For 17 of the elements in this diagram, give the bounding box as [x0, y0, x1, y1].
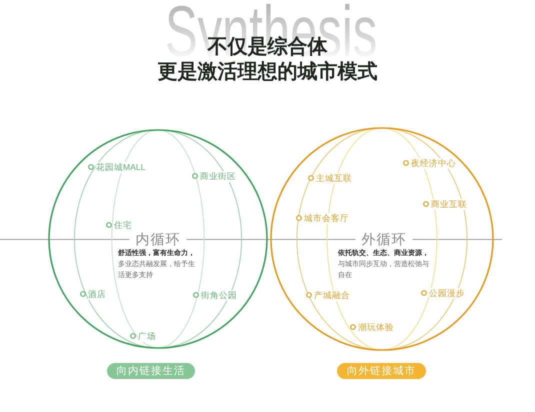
place-label: 产城融合	[314, 290, 350, 300]
place-label: 夜经济中心	[411, 158, 456, 168]
place-label: 花园城MALL	[96, 162, 146, 172]
place-label: 商业街区	[200, 170, 236, 182]
section-heading: 内循环	[130, 231, 186, 247]
place-label: 主城互联	[316, 172, 352, 184]
place-label: 潮玩体验	[358, 322, 394, 332]
place-label: 公园漫步	[429, 288, 465, 298]
section-heading: 外循环	[356, 231, 412, 247]
pill-tag: 向外链接城市	[337, 363, 426, 379]
place-label: 广场	[138, 330, 156, 342]
place-label: 商业互联	[431, 198, 467, 210]
place-label: 酒店	[88, 288, 106, 300]
place-label: 街角公园	[201, 290, 237, 300]
pill-tag: 向内链接生活	[107, 363, 195, 379]
place-label: 住宅	[114, 220, 132, 230]
place-label: 城市会客厅	[304, 212, 349, 224]
